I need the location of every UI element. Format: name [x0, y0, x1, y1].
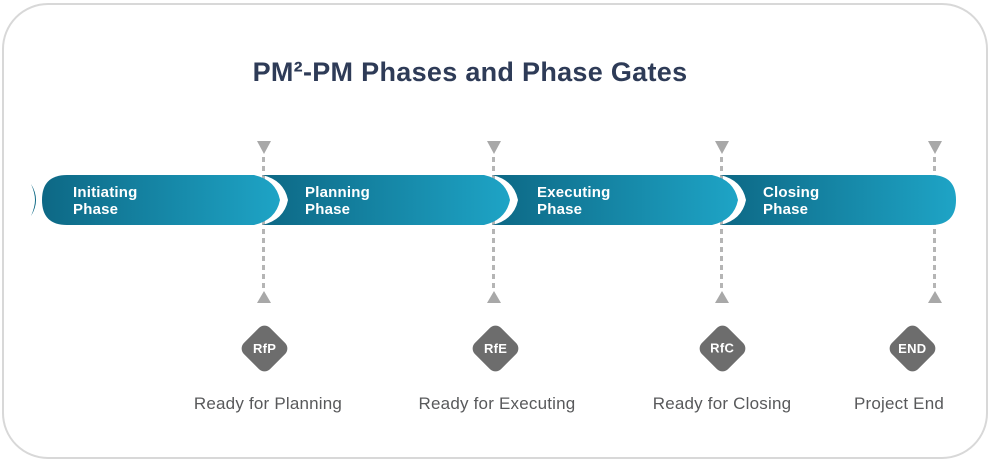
gate-code: RfC — [710, 340, 735, 356]
phase-segment-executing — [492, 175, 738, 225]
phase-segment-initiating — [42, 175, 280, 225]
phase-segment-planning — [262, 175, 510, 225]
arrow-down-icon — [487, 141, 501, 154]
arrow-up-icon — [715, 291, 729, 303]
gate-code: RfE — [483, 340, 508, 356]
arrow-down-icon — [257, 141, 271, 154]
phase-label-planning: Planning Phase — [305, 184, 370, 218]
gate-code: END — [898, 340, 927, 356]
left-edge-sliver — [31, 184, 36, 216]
gate-line-rfp — [262, 157, 265, 290]
card-border — [2, 3, 988, 459]
arrow-up-icon — [257, 291, 271, 303]
arrow-up-icon — [928, 291, 942, 303]
gate-label-rfe: Ready for Executing — [418, 394, 576, 413]
arrow-down-icon — [715, 141, 729, 154]
phase-label-executing: Executing Phase — [537, 184, 611, 218]
phase-label-initiating: Initiating Phase — [73, 184, 138, 218]
phase-segment-closing — [720, 175, 956, 225]
gate-label-rfc: Ready for Closing — [652, 394, 792, 413]
gate-label-end: Project End — [853, 394, 945, 413]
phase-label-closing: Closing Phase — [763, 184, 820, 218]
arrow-down-icon — [928, 141, 942, 154]
diagram-title: PM²-PM Phases and Phase Gates — [252, 57, 688, 87]
gate-line-rfe — [492, 157, 495, 290]
gate-line-rfc — [720, 157, 723, 290]
gate-code: RfP — [252, 340, 277, 356]
gate-label-rfp: Ready for Planning — [193, 394, 343, 413]
arrow-up-icon — [487, 291, 501, 303]
